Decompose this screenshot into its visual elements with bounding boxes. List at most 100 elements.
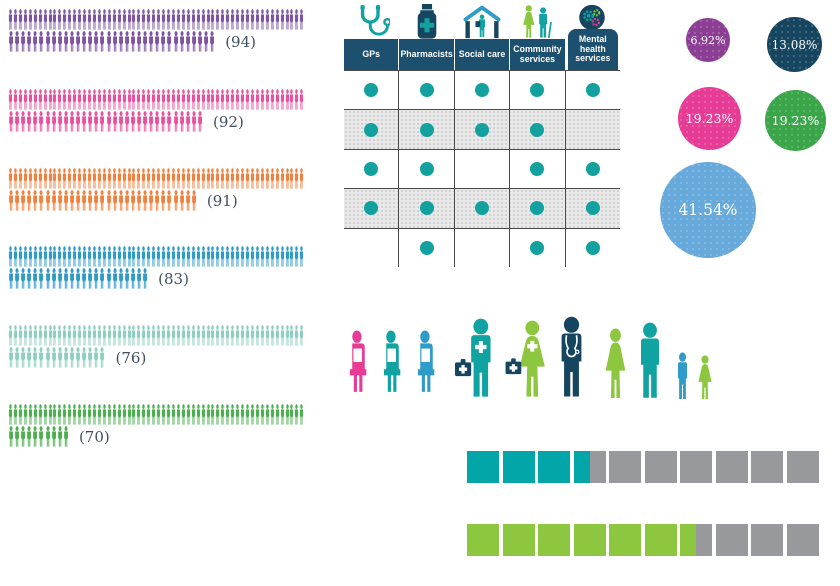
community-people-icon [521, 5, 553, 39]
column-header-label: GPs [362, 48, 380, 59]
medicine-bottle-icon [413, 4, 440, 39]
head-gears-icon [578, 4, 607, 36]
progress-square [609, 451, 641, 483]
people-group: (70) [8, 403, 304, 447]
table-cell [509, 149, 564, 189]
progress-row [467, 524, 822, 556]
progress-square [609, 524, 641, 556]
table-cell [398, 228, 453, 267]
table-cell [398, 110, 453, 149]
bubble: 13.08% [767, 17, 822, 72]
table-cell [344, 71, 398, 109]
table-row-cells [344, 228, 620, 267]
progress-square [715, 451, 748, 483]
progress-square [680, 451, 712, 483]
bubble: 6.92% [686, 18, 730, 62]
person-icon [191, 190, 197, 211]
bubble: 19.23% [678, 87, 741, 150]
service-dot-icon [419, 83, 434, 98]
service-dot-icon [364, 83, 379, 98]
progress-square [644, 451, 677, 483]
pictogram-line [8, 403, 304, 425]
table-cell [564, 149, 620, 189]
table-cell [509, 228, 564, 267]
people-group: (94) [8, 8, 304, 52]
service-dot-icon [419, 201, 434, 216]
family-group [602, 322, 714, 401]
professionals-group [455, 316, 588, 400]
service-dot-icon [475, 83, 490, 98]
pictogram-line [8, 245, 304, 267]
service-dot-icon [475, 201, 490, 216]
bubble: 19.23% [765, 90, 826, 151]
pictogram-line [8, 167, 304, 189]
pictogram-line [8, 88, 304, 110]
woman-icon [602, 328, 629, 401]
bubble: 41.54% [660, 162, 756, 258]
progress-square [715, 524, 748, 556]
count-label: (94) [225, 33, 256, 51]
progress-square [680, 524, 712, 556]
people-group: (83) [8, 245, 304, 289]
bubble-label: 19.23% [771, 113, 820, 128]
table-cell [398, 189, 453, 228]
count-label: (83) [158, 270, 189, 288]
table-cell [344, 189, 398, 227]
pictogram-line: (91) [8, 189, 304, 211]
count-label: (76) [115, 349, 147, 367]
people-group: (92) [8, 88, 304, 132]
progress-square [573, 524, 606, 556]
progress-row [467, 451, 822, 483]
progress-square [751, 451, 783, 483]
table-cell [564, 110, 620, 149]
progress-square [573, 451, 606, 483]
table-row [344, 188, 620, 228]
table-cell [453, 228, 509, 267]
house-person-icon [462, 5, 502, 39]
bubble-label: 13.08% [771, 37, 818, 52]
count-label: (70) [78, 428, 110, 446]
progress-square [538, 524, 570, 556]
service-dot-icon [585, 240, 600, 255]
service-dot-icon [585, 83, 600, 98]
table-row-cells [344, 149, 620, 189]
column-header: Community services [510, 39, 565, 70]
table-row-cells [344, 110, 620, 149]
table-cell [398, 149, 453, 189]
progress-square [786, 524, 819, 556]
person-icon [299, 9, 304, 30]
bubble-label: 41.54% [678, 201, 738, 219]
service-dot-icon [419, 240, 434, 255]
column-header: Pharmacists [399, 39, 454, 70]
service-dot-icon [364, 122, 379, 137]
person-icon [209, 31, 215, 52]
mental-health-header-shape: Mental health services [567, 29, 618, 70]
table-row-cells [344, 71, 620, 110]
person-icon [63, 426, 69, 447]
column-header-label: Community services [513, 43, 562, 64]
people-group: (91) [8, 167, 304, 211]
table-cell [453, 110, 509, 149]
service-dot-icon [530, 201, 545, 216]
service-dot-icon [364, 201, 379, 216]
service-dot-icon [530, 122, 545, 137]
woman-bag-icon [504, 320, 548, 400]
person-icon [99, 347, 105, 368]
table-cell [453, 71, 509, 110]
people-group: (76) [8, 324, 304, 368]
service-dot-icon [585, 161, 600, 176]
column-header: GPs [344, 39, 399, 70]
table-cell [453, 149, 509, 189]
column-header-label: Pharmacists [400, 48, 453, 59]
person-icon [299, 404, 304, 425]
man-icon [635, 322, 665, 401]
pictogram-line: (83) [8, 267, 304, 289]
doctor-icon [555, 316, 588, 400]
column-header: Mental health services [566, 29, 620, 70]
seated-person-icon [380, 330, 405, 396]
table-row [344, 70, 620, 110]
person-icon [299, 325, 304, 346]
person-icon [299, 246, 304, 267]
